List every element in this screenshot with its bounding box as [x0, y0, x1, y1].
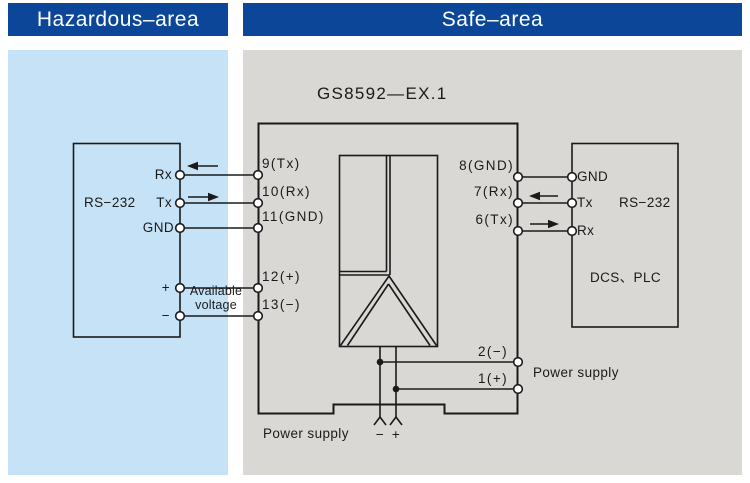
field-device-box: [72, 142, 181, 338]
available-voltage-note: Available voltage: [189, 284, 243, 312]
field-port-rx: Rx: [154, 167, 172, 182]
isolator-title: GS8592—EX.1: [317, 84, 448, 103]
diagram-lines: [72, 122, 679, 426]
right-signal-wires: [522, 176, 568, 232]
junction-dot: [392, 385, 400, 393]
terminal-label-9: 9(Tx): [262, 156, 301, 171]
arrow-left-icon: [187, 161, 198, 171]
terminal-label-10: 10(Rx): [262, 184, 311, 199]
hazardous-area-header: Hazardous–area: [8, 3, 228, 36]
safe-area-header: Safe–area: [243, 3, 742, 36]
hazardous-area-panel: [8, 50, 228, 475]
left-signal-wires: [184, 174, 254, 317]
power-supply-side-label: Power supply: [533, 365, 619, 380]
safe-area-panel: [243, 50, 742, 475]
terminal-label-7: 7(Rx): [474, 184, 514, 199]
field-power-plus: +: [161, 280, 170, 295]
field-port-gnd: GND: [142, 220, 174, 235]
arrow-right-icon: [548, 219, 559, 229]
terminal-label-11: 11(GND): [262, 209, 325, 224]
control-port-rx: Rx: [577, 223, 595, 238]
isolation-barrier-symbol: [338, 154, 439, 348]
power-plug-chevron-icon: [373, 415, 387, 426]
field-port-tx: Tx: [156, 195, 172, 210]
arrowheads-and-junctions: [187, 161, 559, 393]
terminal-label-1: 1(+): [478, 371, 508, 386]
terminal-circles: [174, 169, 578, 395]
power-minus-sign: −: [375, 427, 385, 442]
junction-dot: [376, 358, 384, 366]
arrow-right-icon: [208, 192, 219, 202]
power-supply-bottom-label: Power supply: [263, 426, 349, 441]
arrow-left-icon: [529, 191, 540, 201]
control-system-label: DCS、PLC: [589, 270, 662, 285]
control-port-gnd: GND: [577, 169, 609, 184]
power-plug-chevron-icon: [389, 415, 403, 426]
terminal-label-6: 6(Tx): [475, 212, 514, 227]
isolator-box: [257, 122, 519, 415]
terminal-label-8: 8(GND): [459, 158, 514, 173]
control-interface-label: RS−232: [619, 195, 671, 210]
terminal-label-12: 12(+): [262, 269, 301, 284]
field-power-minus: −: [161, 308, 170, 323]
terminal-label-13: 13(−): [262, 297, 301, 312]
field-interface-label: RS−232: [84, 195, 136, 210]
terminal-label-2: 2(−): [478, 344, 508, 359]
control-port-tx: Tx: [577, 195, 593, 210]
power-plus-sign: +: [391, 427, 401, 442]
